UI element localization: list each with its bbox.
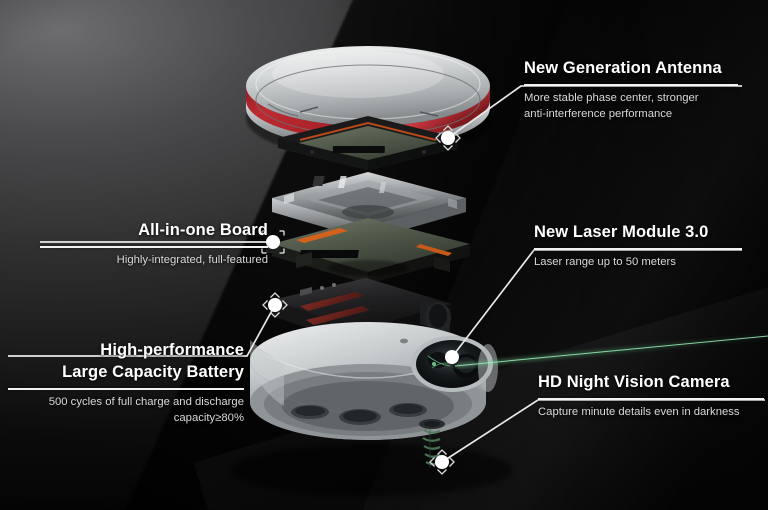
metal-chassis-part: [272, 172, 466, 240]
callout-battery-title-1: High-performance: [100, 341, 244, 359]
callout-battery-sub-2: capacity≥80%: [173, 411, 244, 424]
callout-laser-title: New Laser Module 3.0: [534, 223, 709, 241]
callout-board-sub-1: Highly-integrated, full-featured: [116, 253, 268, 266]
callout-antenna-sub-2: anti-interference performance: [524, 108, 673, 121]
callout-antenna-sub-1: More stable phase center, stronger: [524, 91, 699, 104]
callout-antenna: New Generation Antenna More stable phase…: [524, 58, 754, 123]
callout-laser-rule: [534, 247, 742, 250]
callout-board-title: All-in-one Board: [138, 221, 268, 239]
callout-camera-sub-1: Capture minute details even in darkness: [538, 405, 740, 418]
callout-antenna-title: New Generation Antenna: [524, 59, 722, 77]
callout-camera-rule: [538, 397, 764, 400]
callout-antenna-rule: [524, 83, 738, 86]
antenna-pcb-part: [278, 116, 458, 170]
callout-battery-sub-1: 500 cycles of full charge and discharge: [48, 395, 244, 408]
mainboard-part: [265, 218, 470, 284]
callout-laser: New Laser Module 3.0 Laser range up to 5…: [534, 222, 756, 270]
callout-battery-rule: [8, 387, 244, 390]
ground-shadow: [232, 444, 512, 496]
laser-beam: [454, 334, 768, 368]
callout-board: All-in-one Board Highly-integrated, full…: [40, 220, 268, 268]
callout-battery-title-2: Large Capacity Battery: [62, 362, 244, 381]
callout-camera: HD Night Vision Camera Capture minute de…: [538, 372, 764, 420]
callout-camera-title: HD Night Vision Camera: [538, 373, 730, 391]
callout-board-rule: [40, 245, 268, 248]
callout-laser-sub-1: Laser range up to 50 meters: [534, 255, 676, 268]
base-housing-part: [250, 322, 498, 440]
callout-battery: High-performance Large Capacity Battery …: [8, 340, 244, 426]
